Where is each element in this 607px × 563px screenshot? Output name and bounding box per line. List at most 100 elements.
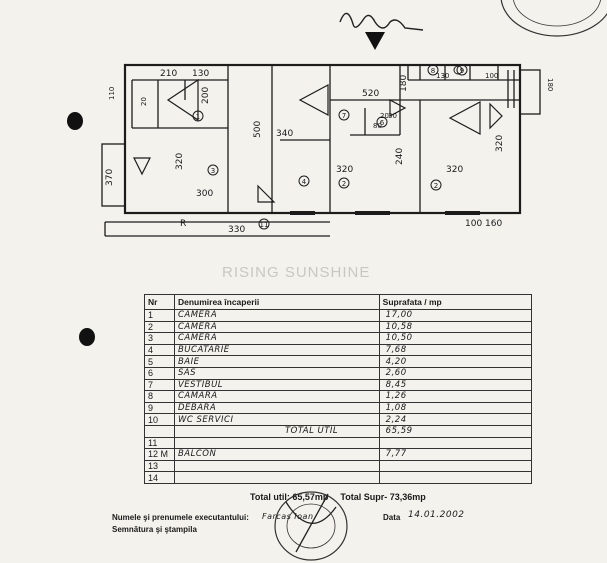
row-name: WC SERVICI [173, 413, 380, 426]
stamp-top [500, 0, 607, 37]
row-nr: 12 M [144, 448, 175, 461]
dimension-label: 320 [336, 165, 353, 175]
room-number: 8 [431, 67, 435, 75]
hatch-letter: R [180, 219, 186, 229]
table-row: 14 [144, 471, 533, 484]
room-number: 11 [260, 221, 269, 229]
row-area: 7,77 [378, 448, 533, 461]
room-number: 9 [460, 67, 464, 75]
total-supr-label: Total Supr- [340, 492, 388, 502]
row-area: 65,59 [378, 424, 533, 438]
dimension-label: 180 [399, 75, 409, 92]
dimension-label: 370 [105, 169, 115, 186]
row-name: BALCON [173, 448, 380, 461]
row-name: VESTIBUL [173, 378, 380, 392]
row-nr: 11 [144, 436, 175, 450]
dimension-label: 320 [446, 165, 463, 175]
row-nr: 6 [144, 366, 175, 380]
date-label: Data [383, 513, 401, 522]
row-name: CAMARA [173, 390, 380, 403]
floor-plan: 1 3 4 7 2 2 11 8 9 6 210 130 200 500 340… [101, 63, 554, 237]
dimension-label: 520 [362, 89, 379, 99]
total-supr-value: 73,36mp [389, 492, 426, 502]
row-area [378, 459, 533, 473]
row-area [378, 436, 533, 450]
row-area: 10,58 [378, 320, 533, 334]
row-name: TOTAL UTIL [173, 424, 380, 438]
row-area: 4,20 [378, 355, 533, 368]
row-area [378, 471, 533, 484]
dimension-label: 160 [485, 219, 502, 229]
row-name: CAMERA [173, 320, 380, 334]
dimension-label: 300 [196, 189, 213, 199]
header-name: Denumirea încaperii [173, 294, 380, 310]
total-util-label: Total util: [250, 492, 290, 502]
executant-label: Numele şi prenumele executantului: [112, 513, 249, 522]
dimension-label: 320 [495, 135, 505, 152]
dimension-label: 200 [201, 87, 211, 104]
row-name: BAIE [173, 355, 380, 368]
row-area: 7,68 [378, 343, 533, 357]
date-value: 14.01.2002 [408, 510, 465, 520]
room-number: 4 [302, 178, 307, 186]
row-nr: 14 [144, 471, 175, 484]
dimension-label: 130 [192, 69, 209, 79]
signature-label: Semnătura şi ştampila [112, 525, 197, 534]
dimension-label: 20 [380, 112, 389, 120]
dimension-label: 210 [160, 69, 177, 79]
punch-hole-top [67, 112, 83, 130]
row-area: 2,60 [378, 366, 533, 380]
table-header-row: Nr Denumirea încaperii Suprafata / mp [144, 294, 533, 310]
watermark: RISING SUNSHINE [222, 264, 371, 281]
dimension-label: 100 [485, 72, 498, 80]
dimension-label: 340 [276, 129, 293, 139]
row-nr: 7 [144, 378, 175, 392]
row-area: 17,00 [378, 309, 533, 322]
dimension-label: 330 [228, 225, 245, 235]
total-supr: Total Supr- 73,36mp [340, 492, 425, 502]
room-number: 2 [342, 180, 346, 188]
row-nr: 2 [144, 320, 175, 334]
dimension-label: 500 [253, 121, 263, 138]
total-util: Total util: 65,57mp [250, 492, 328, 502]
row-area: 8,45 [378, 378, 533, 392]
row-name: DEBARA [173, 401, 380, 415]
row-nr [144, 424, 175, 438]
row-area: 2,24 [378, 413, 533, 426]
dimension-label: 100 [465, 219, 482, 229]
header-nr: Nr [144, 294, 175, 310]
row-nr: 13 [144, 459, 175, 473]
dimension-label: 20 [140, 97, 148, 106]
row-nr: 3 [144, 332, 175, 345]
room-number: 1 [196, 113, 200, 121]
row-name: SAS [173, 366, 380, 380]
dimension-label: 110 [108, 87, 116, 100]
row-nr: 8 [144, 390, 175, 403]
signature-top [339, 12, 424, 50]
table-row: 11 [144, 436, 533, 450]
row-area: 10,50 [378, 332, 533, 345]
row-area: 1,26 [378, 390, 533, 403]
row-nr: 10 [144, 413, 175, 426]
row-name [173, 436, 380, 450]
totals-line: Total util: 65,57mp Total Supr- 73,36mp [250, 492, 426, 502]
room-number: 6 [380, 119, 385, 127]
row-nr: 4 [144, 343, 175, 357]
room-number: 7 [342, 112, 346, 120]
punch-hole-bottom [79, 328, 95, 346]
dimension-label: 320 [175, 153, 185, 170]
row-name: CAMERA [173, 309, 380, 322]
row-nr: 5 [144, 355, 175, 368]
row-nr: 9 [144, 401, 175, 415]
